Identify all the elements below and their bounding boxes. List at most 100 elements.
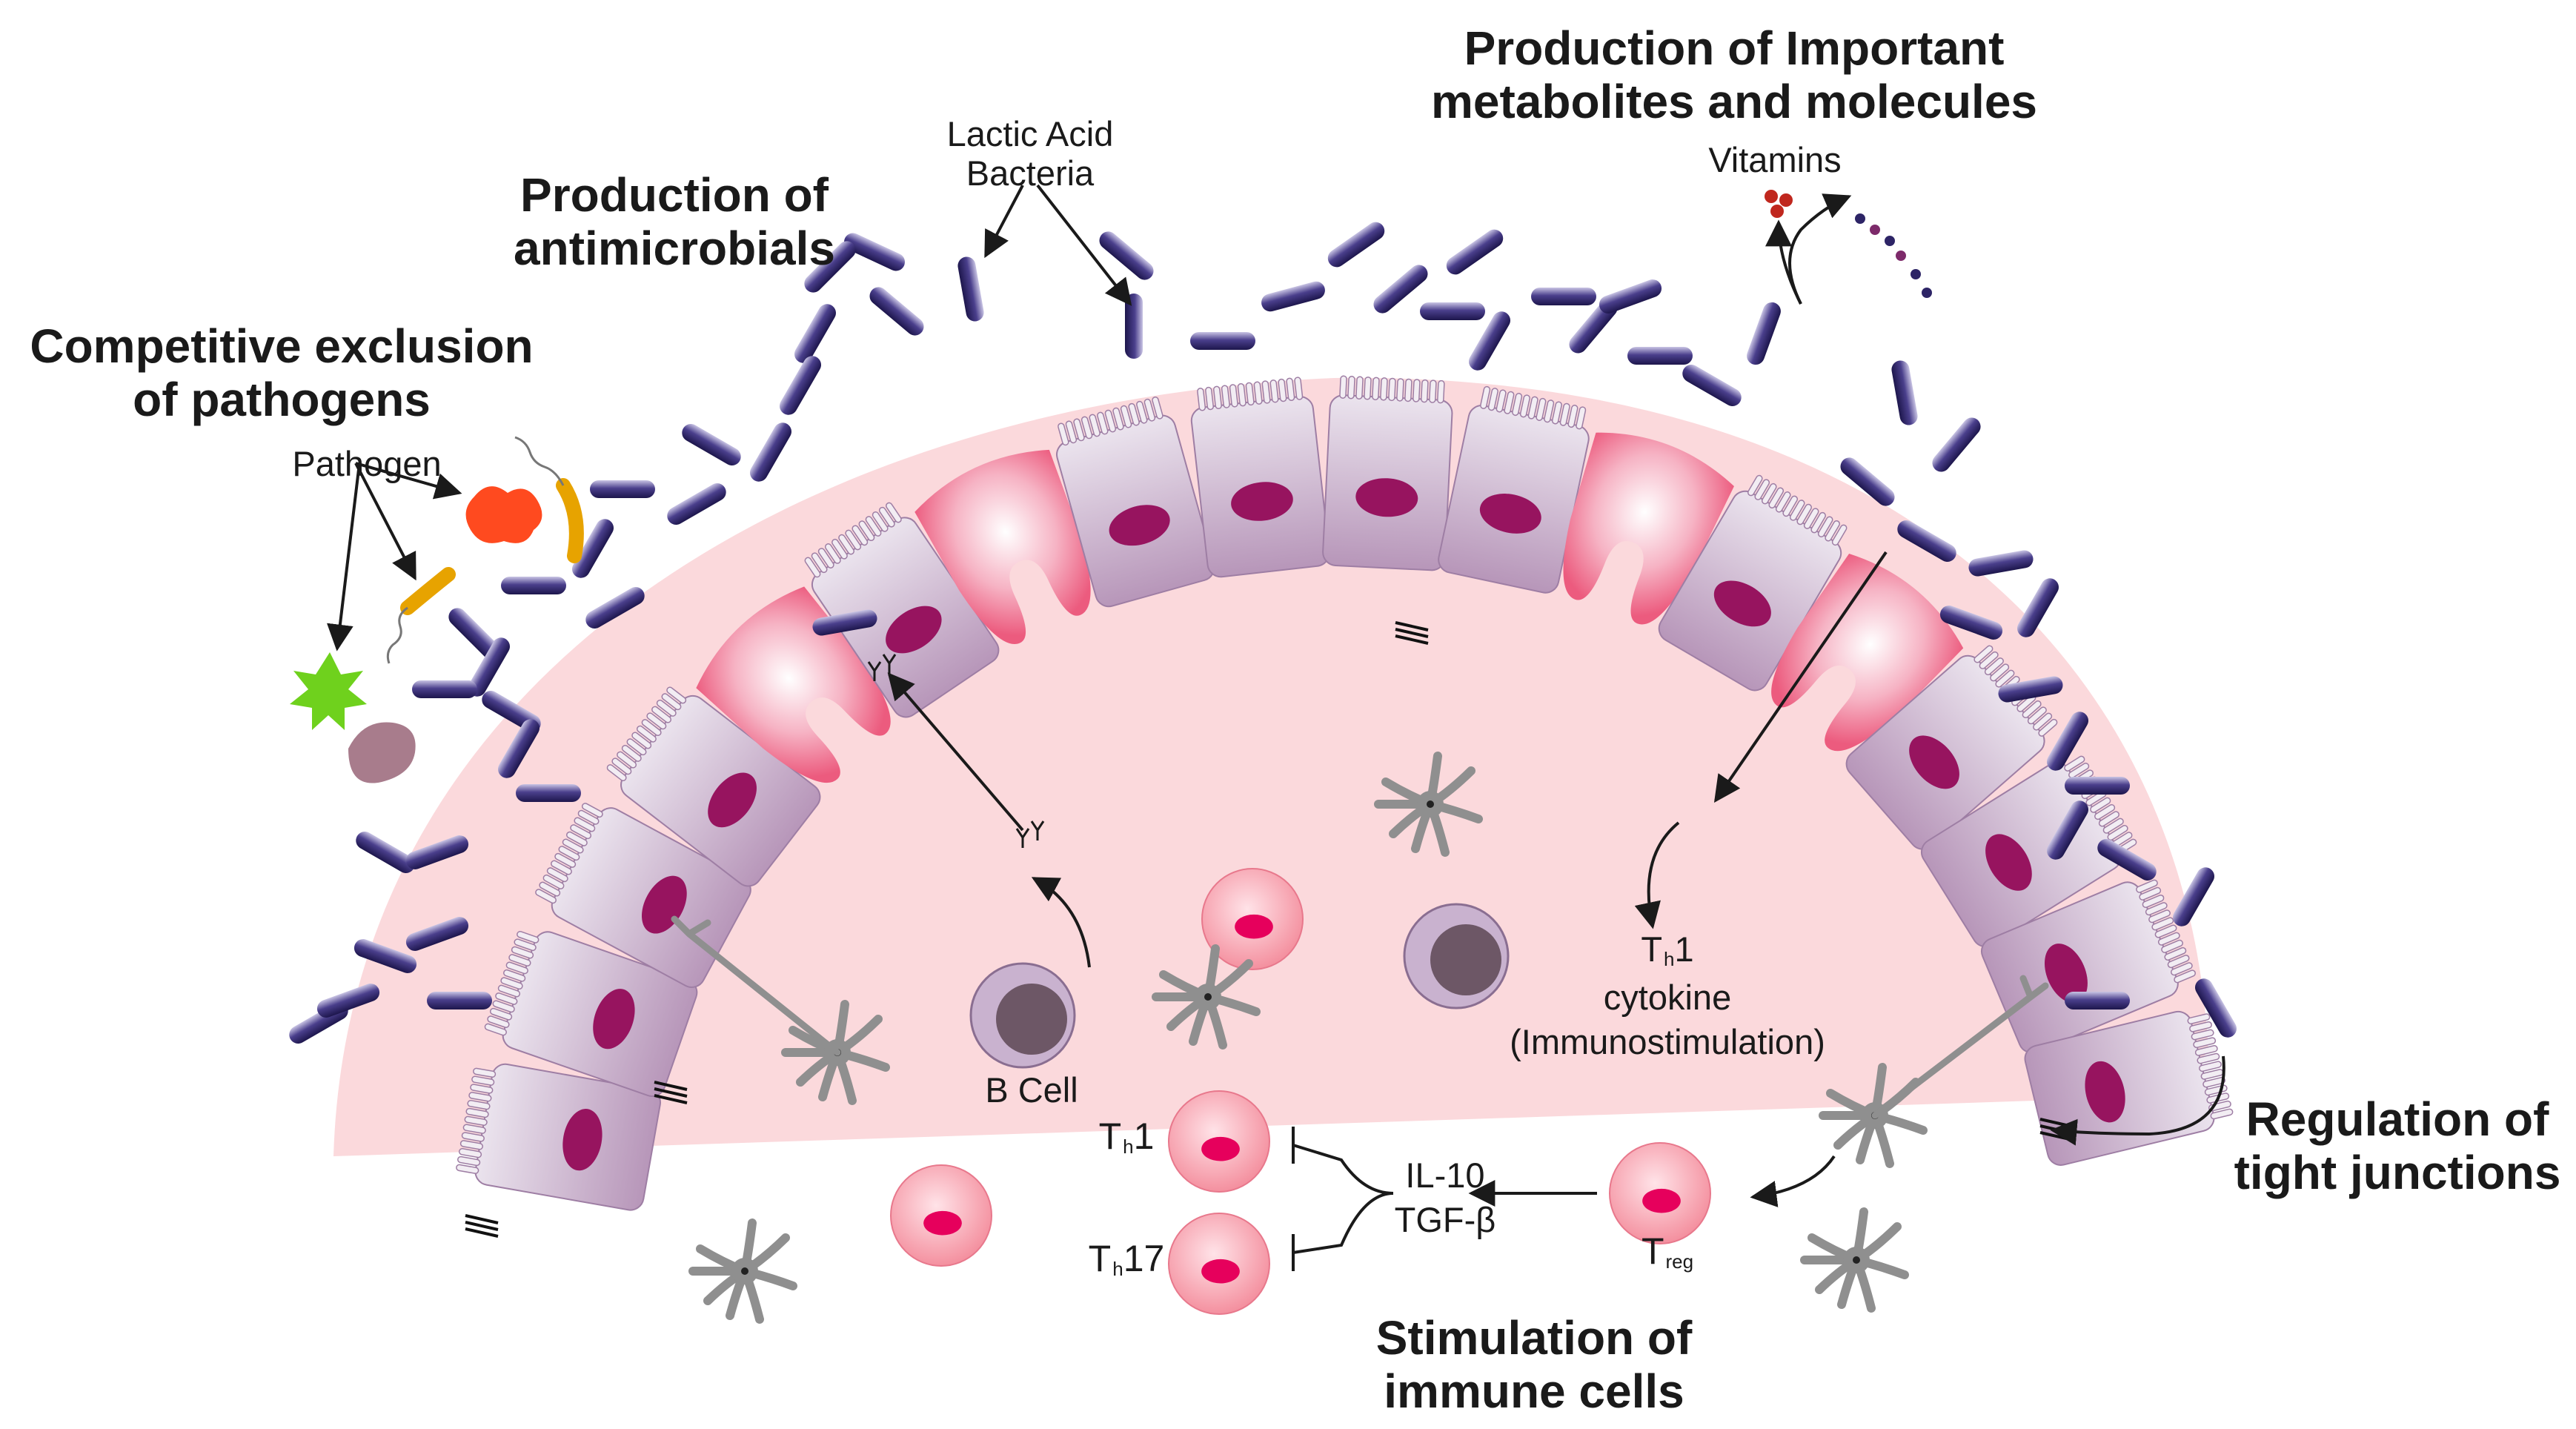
bacterium-3 — [1190, 332, 1255, 350]
immune-cell-treg — [1609, 1142, 1711, 1244]
b-cell — [969, 962, 1076, 1069]
goblet-cell — [914, 449, 1091, 644]
epithelium — [456, 375, 2234, 1238]
dendritic-cell-4 — [688, 1219, 797, 1324]
dendritic-cell-1 — [1374, 752, 1483, 857]
immune-cell-th17 — [1168, 1213, 1270, 1315]
bacterium-14 — [1682, 365, 1742, 406]
bacterium-0 — [957, 256, 984, 322]
label-b-cell: B Cell — [985, 1070, 1078, 1110]
bacterium-38 — [427, 992, 492, 1009]
bacterium-27 — [501, 577, 566, 594]
bacterium-33 — [516, 784, 581, 802]
label-th17-cell: Th17 — [1088, 1238, 1165, 1280]
bacterium-7 — [1420, 302, 1485, 320]
b-cell-2 — [1403, 903, 1510, 1009]
pathogen-flagellum-2 — [386, 606, 408, 664]
bacterium-16 — [843, 233, 906, 271]
label-tgfb: TGF-β — [1394, 1200, 1496, 1239]
bacterium-21 — [750, 422, 791, 482]
epithelial-cell — [1658, 474, 1848, 692]
bacterium-34 — [356, 832, 415, 873]
bacterium-49 — [2047, 712, 2088, 771]
bacterium-18 — [794, 304, 836, 363]
goblet-cell — [1771, 554, 1964, 752]
bacterium-1 — [1125, 294, 1143, 359]
bacterium-42 — [1932, 417, 1981, 472]
bacterium-20 — [780, 356, 821, 415]
bacterium-30 — [412, 680, 477, 698]
bacterium-10 — [1531, 288, 1596, 305]
epithelial-cell — [484, 930, 698, 1097]
label-treg: Treg — [1641, 1230, 1694, 1273]
dendritic-cell-6 — [1800, 1207, 1909, 1313]
bacterium-52 — [2097, 839, 2157, 881]
label-th1-cell: Th1 — [1098, 1115, 1155, 1158]
bacterium-22 — [682, 424, 741, 465]
epithelial-cell — [606, 686, 821, 887]
bacterium-15 — [1747, 302, 1781, 365]
label-pathogen: Pathogen — [292, 444, 442, 483]
bacterium-6 — [1373, 265, 1428, 314]
goblet-cell — [1563, 432, 1734, 625]
bacterium-9 — [1469, 311, 1510, 371]
immune-cell-th1 — [1168, 1090, 1270, 1193]
tight-junction-0 — [465, 1214, 499, 1238]
bacterium-37 — [405, 917, 469, 951]
label-lactic-acid-bacteria: Lactic Acid Bacteria — [946, 114, 1114, 193]
bacterium-4 — [1261, 281, 1325, 312]
arrows — [326, 184, 2225, 1271]
pathogens — [290, 436, 584, 783]
epithelial-cell — [1438, 385, 1590, 594]
bacterium-8 — [1446, 229, 1504, 275]
label-immune-cells: Stimulation of immune cells — [1375, 1311, 1693, 1418]
epithelial-cell — [1056, 396, 1215, 608]
bacterium-17 — [869, 287, 924, 336]
label-immunostimulation: (Immunostimulation) — [1510, 1022, 1825, 1061]
antibody-icons — [867, 654, 1045, 848]
pathogen-orange-blob — [465, 486, 542, 543]
bacterium-35 — [405, 835, 469, 869]
bacterium-43 — [1840, 457, 1895, 506]
bacterium-32 — [498, 719, 540, 778]
immune-cell-1 — [1201, 868, 1304, 970]
vitamin-molecules — [1765, 190, 1932, 298]
bacterium-23 — [667, 483, 726, 525]
goblet-cell — [696, 586, 891, 783]
bacterium-25 — [572, 519, 614, 578]
pathogen-rod-yellow-2 — [400, 567, 456, 615]
tight-junction-1 — [654, 1081, 688, 1104]
bacterium-51 — [2047, 800, 2088, 860]
bacterium-2 — [1099, 231, 1154, 280]
epithelial-cell — [456, 1063, 661, 1211]
pathogen-rod-yellow-1 — [556, 478, 584, 563]
bacterium-50 — [2065, 777, 2130, 795]
bacterium-12 — [1599, 279, 1662, 314]
label-antimicrobials: Production of antimicrobials — [514, 168, 835, 275]
bacterium-24 — [590, 480, 655, 498]
label-il10: IL-10 — [1405, 1156, 1485, 1195]
bacterium-53 — [2173, 867, 2214, 926]
dendrite-extension-2 — [1871, 975, 2049, 1119]
label-metabolites: Production of Important metabolites and … — [1430, 21, 2038, 128]
bacterium-44 — [1897, 520, 1956, 562]
label-th1-cytokine: Th1 — [1641, 929, 1694, 970]
bacterium-47 — [1939, 606, 2003, 640]
bacterium-5 — [1327, 222, 1385, 268]
bacterium-26 — [585, 587, 645, 629]
bacterium-19 — [804, 241, 856, 293]
epithelial-cell — [1190, 377, 1330, 578]
bacterium-45 — [1968, 550, 2034, 577]
label-vitamins: Vitamins — [1708, 140, 1842, 179]
pathogen-purple-blob — [348, 722, 416, 783]
epithelial-cell — [804, 502, 1000, 718]
immune-cells — [671, 752, 2049, 1324]
epithelial-cell — [1980, 879, 2197, 1054]
tight-junction-2 — [1395, 621, 1429, 645]
label-competitive-exclusion: Competitive exclusion of pathogens — [30, 319, 534, 426]
dendrite-extension-1 — [671, 915, 841, 1056]
epithelial-cell — [1322, 375, 1453, 571]
immune-cell-2 — [890, 1164, 992, 1267]
bacterium-13 — [1627, 347, 1693, 365]
